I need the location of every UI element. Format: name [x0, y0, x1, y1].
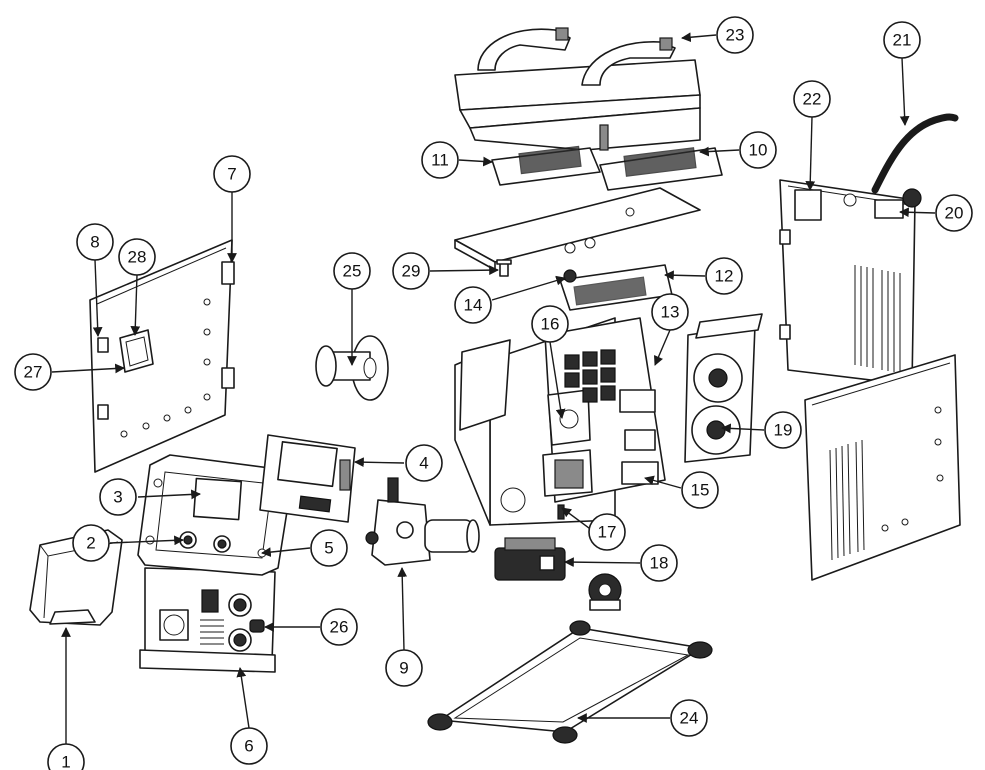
callout-label: 25 [343, 262, 362, 281]
part-screw [496, 259, 512, 277]
callout-24: 24 [670, 699, 708, 737]
callout-2: 2 [72, 524, 110, 562]
callout-3: 3 [99, 478, 137, 516]
callout-label: 17 [598, 523, 617, 542]
callout-label: 4 [419, 454, 428, 473]
callout-label: 13 [661, 303, 680, 322]
part-choke [588, 573, 622, 611]
callout-4: 4 [405, 444, 443, 482]
part-left-side-panel [89, 239, 235, 473]
callout-6: 6 [230, 727, 268, 765]
part-main-chassis [454, 317, 666, 526]
callout-20: 20 [935, 194, 973, 232]
callout-label: 14 [464, 296, 483, 315]
callout-label: 1 [61, 753, 70, 770]
part-middle-plate [454, 187, 701, 271]
callout-label: 29 [402, 262, 421, 281]
part-display-pcb [259, 434, 356, 523]
part-rear-panel [779, 179, 922, 386]
callout-label: 18 [650, 554, 669, 573]
callout-label: 24 [680, 709, 699, 728]
callout-18: 18 [640, 544, 678, 582]
callout-label: 3 [113, 488, 122, 507]
callout-label: 15 [691, 481, 710, 500]
callout-7: 7 [213, 155, 251, 193]
callout-22: 22 [793, 80, 831, 118]
callout-8: 8 [76, 223, 114, 261]
callout-26: 26 [320, 608, 358, 646]
callout-label: 7 [227, 165, 236, 184]
part-power-cable [871, 113, 959, 194]
callout-label: 12 [715, 267, 734, 286]
callout-14: 14 [454, 286, 492, 324]
callout-label: 6 [244, 737, 253, 756]
callout-25: 25 [333, 252, 371, 290]
callout-10: 10 [739, 131, 777, 169]
callout-label: 10 [749, 141, 768, 160]
callout-label: 20 [945, 204, 964, 223]
part-connector [249, 619, 265, 633]
callout-9: 9 [385, 649, 423, 687]
part-top-cover [454, 27, 701, 151]
part-pcb-right [599, 147, 723, 191]
part-fan-unit [684, 313, 763, 463]
part-base-frame [427, 620, 713, 744]
callout-23: 23 [716, 16, 754, 54]
callout-label: 27 [24, 363, 43, 382]
leader-lines [51, 32, 936, 762]
callout-label: 26 [330, 618, 349, 637]
callout-label: 5 [324, 539, 333, 558]
callout-21: 21 [883, 21, 921, 59]
callout-28: 28 [118, 238, 156, 276]
callout-label: 21 [893, 31, 912, 50]
callout-16: 16 [531, 305, 569, 343]
part-wire-feeder [365, 477, 480, 566]
callout-label: 8 [90, 233, 99, 252]
callout-label: 16 [541, 315, 560, 334]
callout-label: 23 [726, 26, 745, 45]
callout-11: 11 [421, 141, 459, 179]
callout-17: 17 [588, 513, 626, 551]
callout-13: 13 [651, 293, 689, 331]
part-transformer [494, 537, 566, 581]
callout-label: 28 [128, 248, 147, 267]
callout-label: 2 [86, 534, 95, 553]
callout-1: 1 [47, 743, 85, 770]
callout-12: 12 [705, 257, 743, 295]
callout-label: 19 [774, 421, 793, 440]
part-lower-front-panel [139, 567, 276, 673]
callout-label: 11 [431, 151, 449, 170]
part-lower-pcb [559, 264, 673, 311]
callout-15: 15 [681, 471, 719, 509]
callout-19: 19 [764, 411, 802, 449]
part-right-side-panel [804, 354, 961, 581]
callout-label: 22 [803, 90, 822, 109]
callout-27: 27 [14, 353, 52, 391]
callout-label: 9 [399, 659, 408, 678]
callout-29: 29 [392, 252, 430, 290]
callout-5: 5 [310, 529, 348, 567]
part-pcb-left [491, 124, 609, 186]
